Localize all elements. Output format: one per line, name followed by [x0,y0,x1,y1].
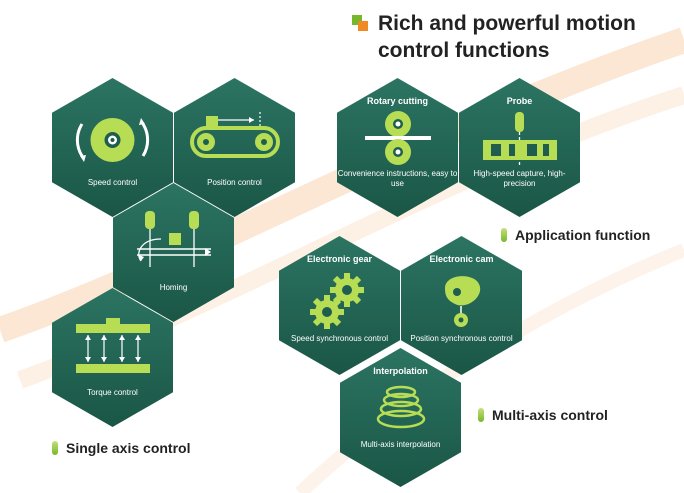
torque-control-label: Torque control [87,388,138,397]
section-multi-axis-text: Multi-axis control [492,407,608,423]
section-multi-axis-control: Multi-axis control [478,406,608,424]
probe-title: Probe [506,96,533,106]
conveyor-icon [190,112,280,158]
hex-speed-control: Speed control [52,78,173,217]
section-application-function: Application function [501,226,650,244]
probe-label: High-speed capture, high-precision [473,169,566,188]
speed-control-label: Speed control [87,178,138,187]
rotary-cutting-title: Rotary cutting [366,96,428,106]
section-bar-icon [501,228,507,242]
gears-icon [310,273,364,329]
section-application-text: Application function [515,227,651,243]
homing-label: Homing [159,283,188,292]
spiral-icon [376,385,426,429]
position-control-label: Position control [207,178,262,187]
press-icon [76,318,150,373]
rollers-icon [365,111,431,165]
title-squares-icon [352,15,369,32]
cam-icon [445,276,481,327]
section-single-axis-text: Single axis control [66,440,191,456]
electronic-gear-title: Electronic gear [306,254,373,264]
probe-icon [483,112,557,166]
section-bar-icon [52,441,58,455]
interpolation-label: Multi-axis interpolation [360,440,441,449]
electronic-gear-label: Speed synchronous control [291,334,388,343]
electronic-cam-title: Electronic cam [429,254,494,264]
section-bar-icon [478,408,484,422]
section-single-axis-control: Single axis control [52,439,190,457]
electronic-cam-label: Position synchronous control [410,334,513,343]
page-title-text: Rich and powerful motion control functio… [378,12,636,62]
rotary-cutting-label: Convenience instructions, easy to use [337,169,458,188]
interpolation-title: Interpolation [373,366,428,376]
homing-icon [137,211,211,267]
wheel-icon [75,118,150,162]
